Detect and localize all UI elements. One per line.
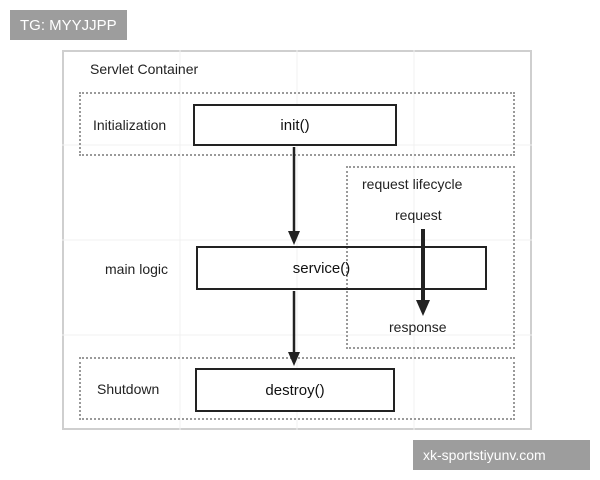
initialization-label: Initialization	[93, 117, 167, 133]
request-lifecycle-label: request lifecycle	[362, 176, 463, 192]
service-box-label: service()	[292, 259, 351, 277]
request-lifecycle-region	[346, 166, 515, 349]
init-box-label: init()	[280, 116, 310, 134]
request-label: request	[395, 207, 442, 223]
container-title: Servlet Container	[90, 61, 199, 77]
response-label: response	[389, 319, 447, 335]
shutdown-label: Shutdown	[97, 381, 160, 397]
bottom-watermark: xk-sportstiyunv.com	[413, 440, 590, 470]
main-logic-label: main logic	[105, 261, 169, 277]
destroy-box-label: destroy()	[265, 381, 325, 399]
init-box: init()	[193, 104, 397, 146]
top-watermark: TG: MYYJJPP	[10, 10, 127, 40]
service-box: service()	[196, 246, 487, 290]
initialization-region	[79, 92, 515, 156]
destroy-box: destroy()	[195, 368, 395, 412]
